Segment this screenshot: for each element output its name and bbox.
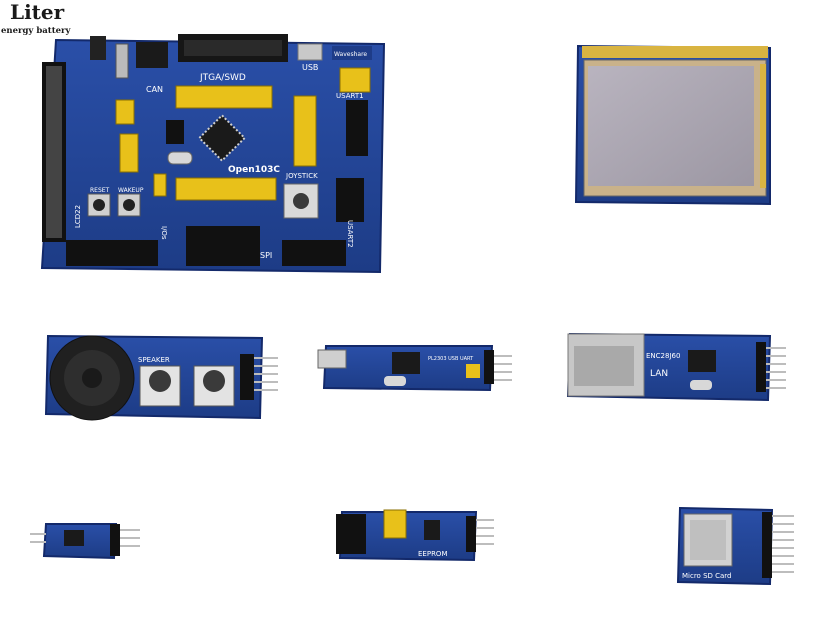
wakeup-label: WAKEUP bbox=[118, 187, 144, 194]
ethernet-label: ENC28J60 bbox=[646, 352, 680, 360]
speaker-module: SPEAKER bbox=[44, 334, 278, 421]
lcd-module bbox=[574, 44, 771, 206]
usart1-header bbox=[346, 100, 368, 156]
mcu-chip bbox=[197, 113, 247, 163]
reset-label: RESET bbox=[90, 187, 110, 194]
gpio-header-top bbox=[175, 85, 273, 109]
power-switch bbox=[115, 43, 129, 79]
usart2-header bbox=[336, 178, 364, 222]
eeprom-module: EEPROM bbox=[336, 509, 494, 562]
jtag-label: JTGA/SWD bbox=[199, 73, 246, 83]
eeprom-label: EEPROM bbox=[418, 550, 447, 558]
mini-usb-port bbox=[317, 349, 347, 369]
watermark-logo: Liter energy battery bbox=[1, 0, 72, 36]
joystick-label: JOYSTICK bbox=[285, 172, 318, 180]
usart2-label: USART2 bbox=[346, 220, 354, 248]
usb-port bbox=[297, 43, 323, 61]
microsd-label: Micro SD Card bbox=[682, 572, 732, 580]
can-connector bbox=[136, 42, 168, 68]
watermark-line1: Liter bbox=[10, 0, 65, 24]
usb-uart-label: PL2303 USB UART bbox=[428, 356, 474, 362]
board-name: Open103C bbox=[228, 165, 280, 175]
ios-label: I/Os bbox=[160, 226, 168, 240]
small-module bbox=[30, 523, 140, 560]
usart1-label: USART1 bbox=[336, 92, 364, 100]
gpio-header-bottom bbox=[175, 177, 277, 201]
watermark-line2: energy battery bbox=[1, 26, 72, 36]
spi-header bbox=[186, 226, 260, 266]
can-label: CAN bbox=[146, 85, 163, 94]
brand-label: Waveshare bbox=[334, 51, 367, 58]
lcd-screen bbox=[588, 66, 754, 186]
ethernet-module: ENC28J60 LAN bbox=[566, 332, 786, 402]
spi-label: SPI bbox=[260, 251, 272, 260]
speaker-label: SPEAKER bbox=[138, 356, 170, 364]
usb-label: USB bbox=[302, 63, 318, 72]
microsd-module: Micro SD Card bbox=[676, 506, 794, 586]
usb-uart-module: PL2303 USB UART bbox=[317, 345, 512, 392]
lan-label: LAN bbox=[650, 369, 668, 379]
ios-header bbox=[66, 240, 158, 266]
power-jack bbox=[90, 36, 106, 60]
lcd-label: LCD22 bbox=[74, 205, 82, 228]
main-board: JTGA/SWD CAN USB Waveshare Open103C JOYS… bbox=[40, 34, 386, 274]
